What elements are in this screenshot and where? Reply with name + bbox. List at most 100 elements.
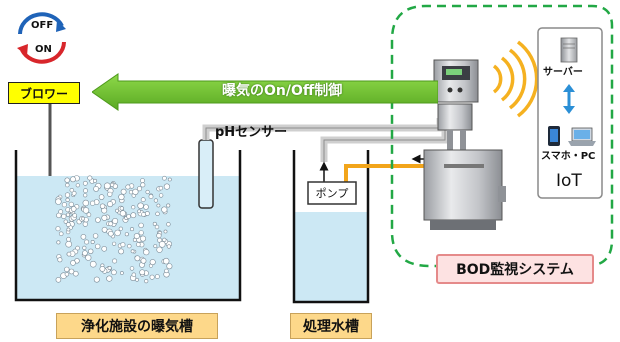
air-bubble xyxy=(140,182,146,188)
air-bubble xyxy=(126,214,131,219)
air-bubble xyxy=(104,182,111,190)
air-bubble xyxy=(166,222,171,227)
air-bubble xyxy=(106,275,113,282)
control-arrow-label: 曝気のOn/Off制御 xyxy=(222,83,343,99)
air-bubble xyxy=(131,272,137,277)
air-bubble xyxy=(149,259,156,266)
air-bubble xyxy=(65,182,70,188)
air-bubble xyxy=(93,276,100,283)
air-bubble xyxy=(140,257,147,264)
air-bubble xyxy=(82,180,88,186)
control-arrow-shape xyxy=(92,73,438,111)
pump-box xyxy=(307,181,357,205)
aeration-tank-wall xyxy=(14,150,242,302)
air-bubble xyxy=(75,183,80,188)
air-bubble xyxy=(66,251,72,257)
bod-monitor-device xyxy=(423,59,506,230)
air-bubble xyxy=(129,266,135,271)
air-bubble xyxy=(70,176,76,183)
air-bubble xyxy=(65,197,70,202)
air-bubble xyxy=(61,213,67,219)
air-bubble xyxy=(163,257,170,265)
air-bubble xyxy=(99,203,106,209)
air-bubble xyxy=(66,227,71,232)
air-bubble xyxy=(138,230,144,236)
air-bubble xyxy=(101,246,107,252)
air-bubble xyxy=(64,266,70,273)
air-bubble xyxy=(63,219,68,224)
air-bubble xyxy=(125,184,131,190)
air-bubble xyxy=(55,198,62,205)
air-bubble xyxy=(145,189,150,195)
air-bubble xyxy=(101,214,108,221)
air-bubble xyxy=(118,248,124,255)
air-bubble xyxy=(108,221,113,227)
air-bubble xyxy=(83,193,88,198)
air-bubble xyxy=(55,276,62,283)
air-bubble xyxy=(109,182,115,187)
air-bubble xyxy=(144,279,149,284)
air-bubble xyxy=(82,207,90,214)
air-bubble xyxy=(86,212,92,217)
air-bubble xyxy=(139,269,146,276)
off-label: OFF xyxy=(31,20,54,31)
air-bubble xyxy=(162,237,167,242)
air-bubble xyxy=(166,263,173,270)
air-bubble xyxy=(81,216,85,221)
air-bubble xyxy=(134,255,141,262)
air-bubble xyxy=(68,201,74,207)
on-label: ON xyxy=(35,44,52,55)
air-bubble xyxy=(120,188,127,195)
air-bubble xyxy=(68,268,75,275)
air-bubble xyxy=(55,226,61,232)
wireless-signal-icon xyxy=(492,40,539,118)
server-label: サーバー xyxy=(543,67,583,78)
air-bubble xyxy=(58,231,64,237)
smartphone-icon xyxy=(548,126,560,146)
air-bubble xyxy=(152,221,157,226)
air-bubble xyxy=(156,203,161,208)
air-bubble xyxy=(162,175,167,181)
air-bubble xyxy=(72,213,77,218)
air-bubble xyxy=(154,274,160,279)
air-bubble xyxy=(154,224,160,230)
air-bubble xyxy=(82,221,88,227)
air-bubble xyxy=(90,240,95,245)
air-bubble xyxy=(149,274,155,280)
treated-tank-wall xyxy=(292,150,370,304)
air-bubble xyxy=(92,233,99,239)
air-bubble xyxy=(141,212,146,217)
air-bubble xyxy=(87,248,94,255)
air-bubble xyxy=(82,245,87,250)
air-bubble xyxy=(57,257,63,263)
air-bubble xyxy=(64,192,71,198)
air-bubble xyxy=(99,265,106,272)
air-bubble xyxy=(56,240,61,245)
air-bubble xyxy=(108,230,114,237)
air-bubble xyxy=(120,242,126,248)
air-bubble xyxy=(153,244,158,249)
air-bubble xyxy=(137,209,142,214)
air-bubble xyxy=(69,188,75,193)
laptop-icon xyxy=(568,127,596,146)
air-bubble xyxy=(89,200,96,206)
air-bubble xyxy=(161,206,168,213)
treated-tank-water xyxy=(294,212,368,302)
air-bubble xyxy=(127,243,132,249)
air-bubble xyxy=(65,222,71,227)
air-bubble xyxy=(137,186,143,192)
air-bubble xyxy=(84,239,90,245)
devices-label: スマホ・PC xyxy=(541,151,596,162)
air-bubble xyxy=(112,258,118,264)
air-bubble xyxy=(163,183,170,190)
air-bubble xyxy=(156,246,163,253)
air-bubble xyxy=(112,218,119,225)
air-bubble xyxy=(70,260,76,266)
air-bubble xyxy=(87,175,93,181)
air-bubble xyxy=(83,188,88,194)
air-bubble xyxy=(143,204,149,210)
air-bubble xyxy=(130,249,135,254)
air-bubble xyxy=(70,206,77,212)
ph-sensor-label: pHセンサー xyxy=(215,125,288,140)
